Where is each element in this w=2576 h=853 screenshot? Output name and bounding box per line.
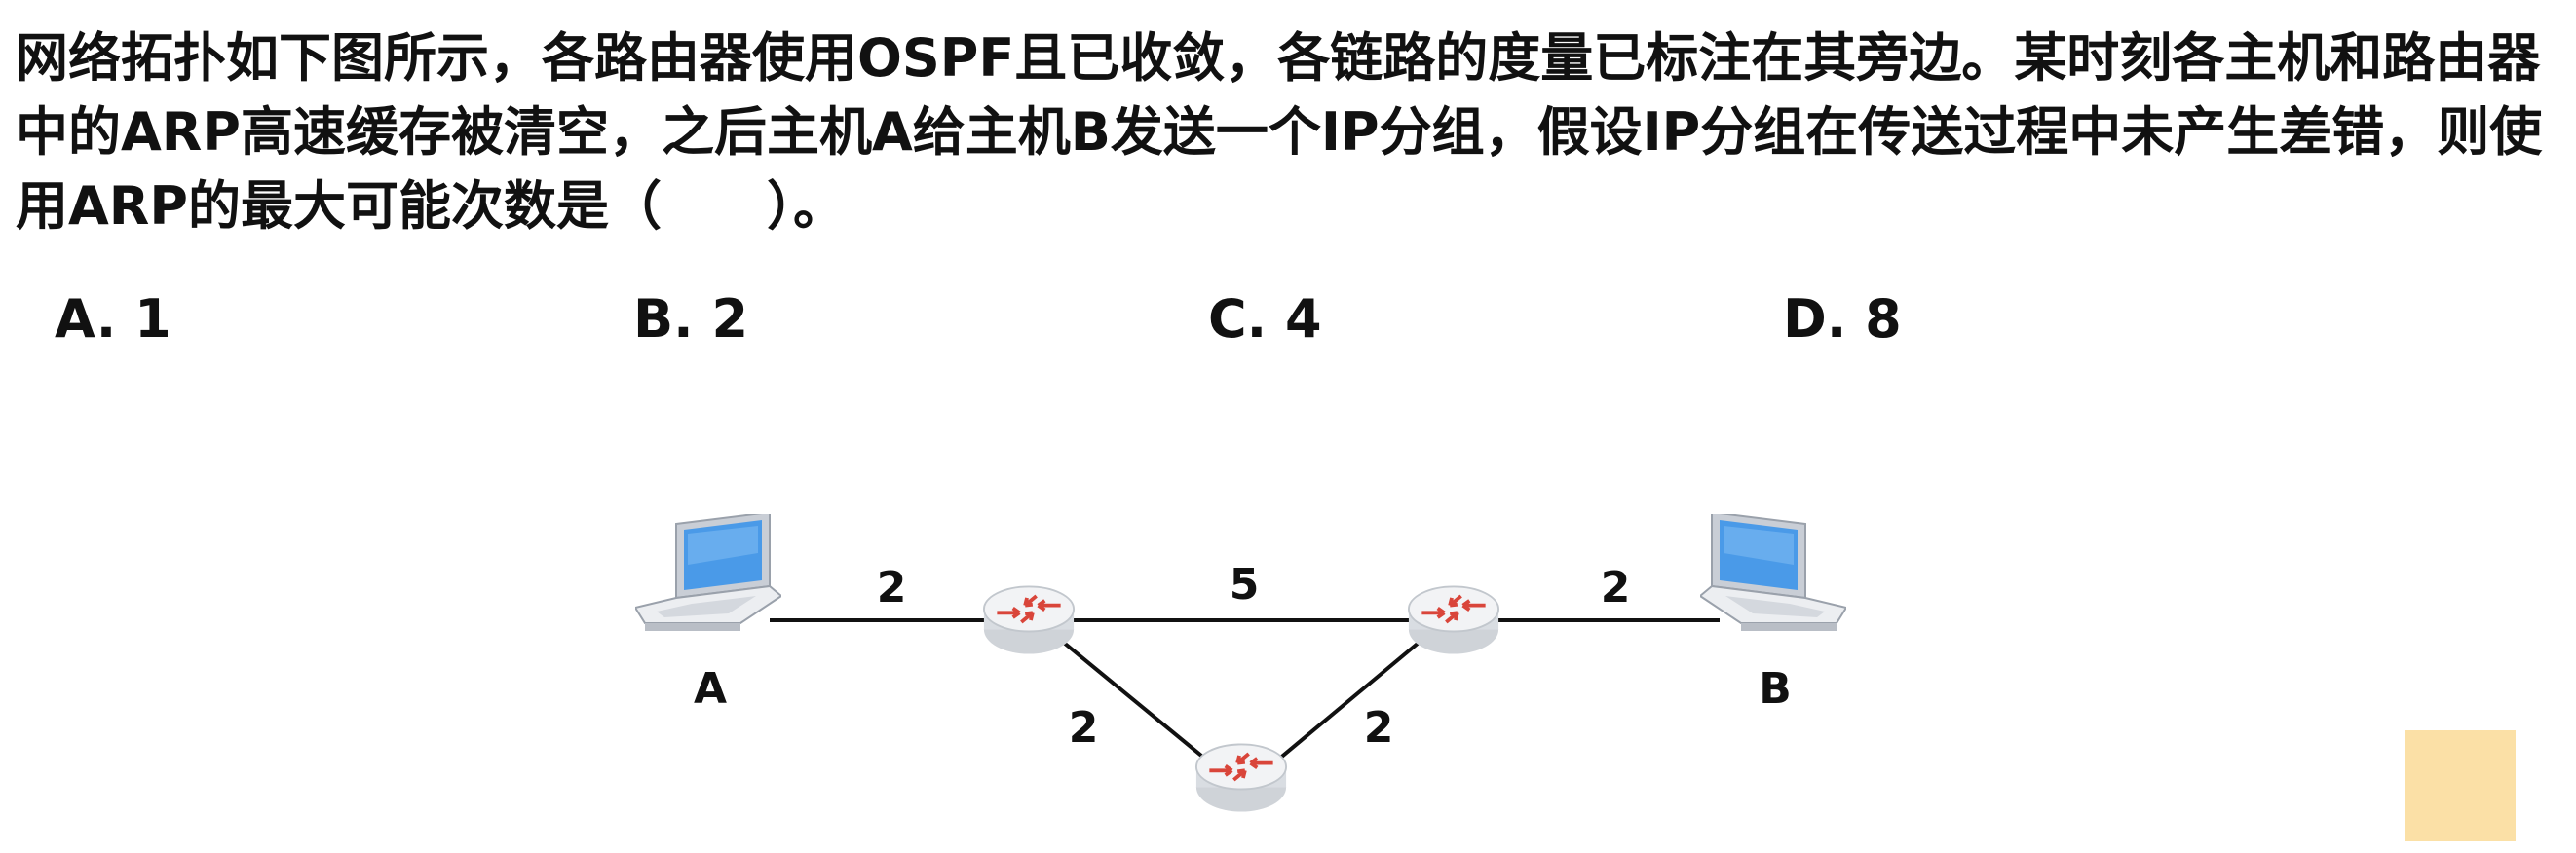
option-a-letter: A. — [55, 288, 117, 350]
metric-r3-r2: 2 — [1364, 703, 1394, 753]
option-b-value: 2 — [711, 288, 749, 350]
answer-options: A. 1 B. 2 C. 4 D. 8 — [0, 288, 2576, 366]
link-r1-r3 — [1062, 641, 1208, 761]
router-icon — [1194, 742, 1288, 814]
option-c-letter: C. — [1208, 288, 1268, 350]
link-metrics: 2 5 2 2 2 — [877, 560, 1631, 753]
metric-a-r1: 2 — [877, 563, 907, 612]
option-b[interactable]: B. 2 — [633, 288, 748, 350]
host-a-label: A — [694, 664, 727, 714]
metric-r1-r2: 5 — [1230, 560, 1260, 610]
option-d-letter: D. — [1783, 288, 1847, 350]
option-a-value: 1 — [134, 288, 171, 350]
router-icon — [1407, 584, 1500, 656]
option-a[interactable]: A. 1 — [55, 288, 171, 350]
question-text: 网络拓扑如下图所示，各路由器使用OSPF且已收敛，各链路的度量已标注在其旁边。某… — [16, 27, 2543, 237]
metric-r2-b: 2 — [1601, 563, 1631, 612]
metric-r1-r3: 2 — [1069, 703, 1099, 753]
laptop-icon — [635, 514, 781, 632]
option-b-letter: B. — [633, 288, 694, 350]
option-c[interactable]: C. 4 — [1208, 288, 1322, 350]
link-r3-r2 — [1276, 641, 1421, 761]
option-d-value: 8 — [1865, 288, 1902, 350]
option-c-value: 4 — [1284, 288, 1322, 350]
links — [770, 618, 1720, 761]
router-icon — [982, 584, 1076, 656]
laptop-icon — [1700, 514, 1846, 632]
host-b-label: B — [1759, 664, 1792, 714]
option-d[interactable]: D. 8 — [1783, 288, 1902, 350]
sticky-note-square[interactable] — [2405, 730, 2516, 841]
